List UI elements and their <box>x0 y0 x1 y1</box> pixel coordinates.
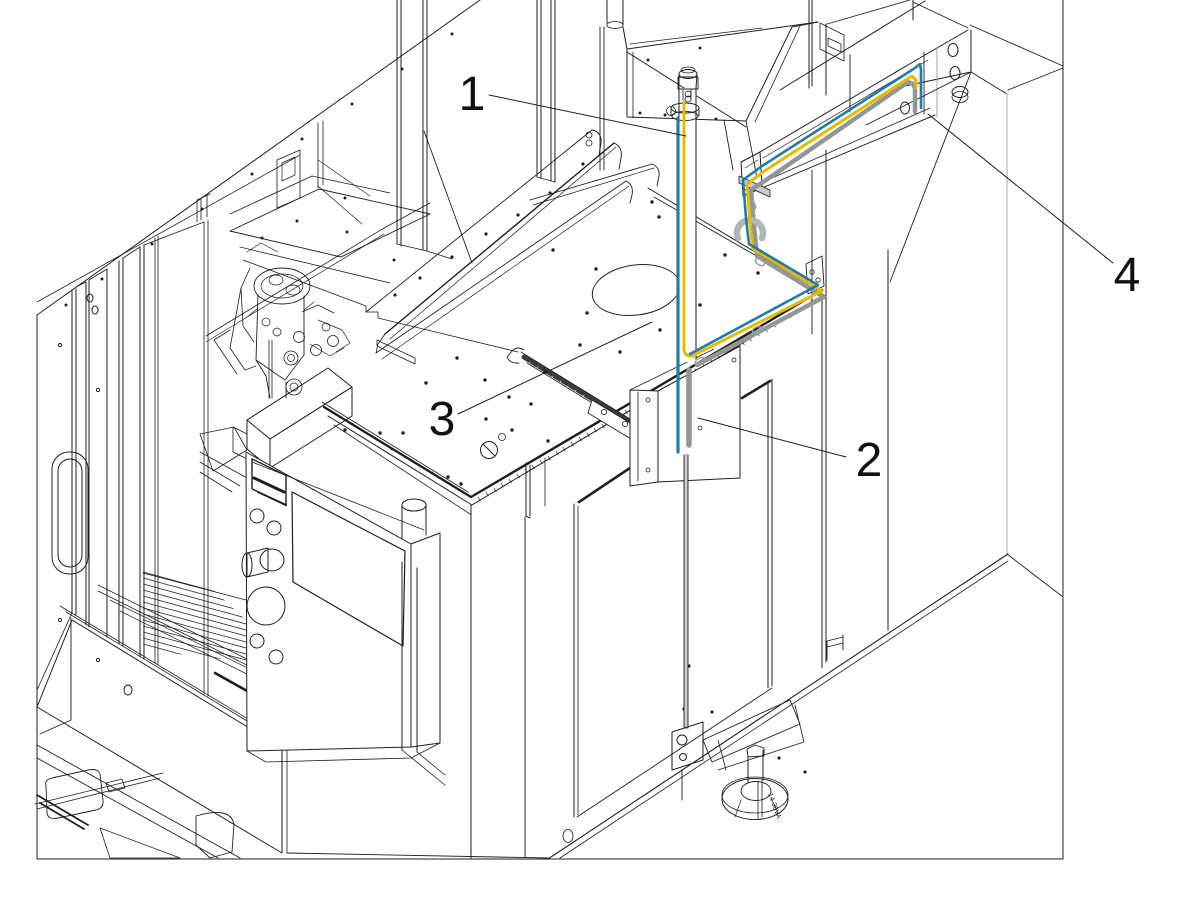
svg-text:4: 4 <box>1114 249 1141 302</box>
svg-text:3: 3 <box>429 393 456 446</box>
svg-text:1: 1 <box>459 68 486 121</box>
svg-text:2: 2 <box>856 434 883 487</box>
